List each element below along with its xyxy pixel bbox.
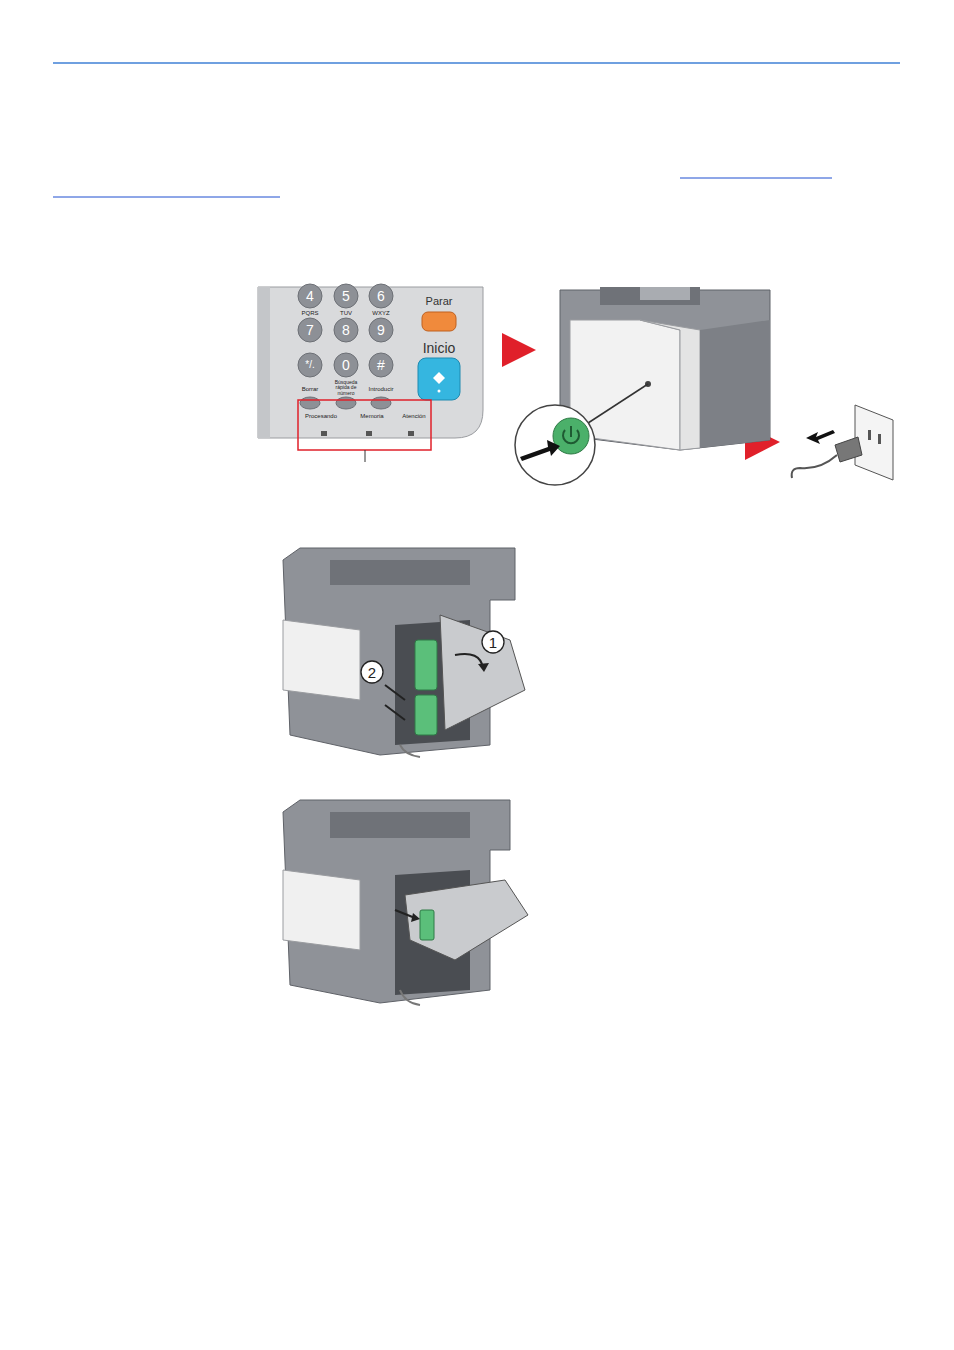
header-rule: [53, 62, 900, 64]
step-arrow: [502, 333, 536, 367]
button-label: Inicio: [423, 341, 456, 355]
printer-rear: [283, 800, 528, 1005]
key-label: 0: [342, 358, 350, 372]
key-caption: Borrar: [302, 386, 319, 392]
power-plug: [792, 405, 893, 480]
key-letters: PQRS: [301, 310, 318, 316]
key-label: 7: [306, 323, 314, 337]
printer-front: [560, 287, 770, 450]
indicator-label: Memoria: [360, 413, 383, 419]
zoom-line: [585, 384, 648, 425]
keypad-panel: [258, 284, 483, 462]
key-label: #: [377, 358, 385, 372]
key-label: 6: [377, 289, 385, 303]
link-underline: [680, 178, 832, 179]
key-label: 9: [377, 323, 385, 337]
key-caption: Búsqueda rápida de número: [331, 380, 361, 396]
key-label: */.: [305, 360, 314, 370]
button-label: Parar: [426, 296, 453, 307]
indicator-label: Atención: [402, 413, 425, 419]
key-label: 5: [342, 289, 350, 303]
callout-number: 2: [368, 665, 376, 680]
key-letters: WXYZ: [372, 310, 389, 316]
link-underline: [53, 197, 280, 198]
key-caption: Introducir: [368, 386, 393, 392]
indicator-label: Procesando: [305, 413, 337, 419]
key-label: 8: [342, 323, 350, 337]
key-letters: TUV: [340, 310, 352, 316]
callout-number: 1: [489, 635, 497, 650]
printer-rear: [283, 548, 525, 757]
key-label: 4: [306, 289, 314, 303]
power-switch-zoom: [515, 405, 595, 485]
